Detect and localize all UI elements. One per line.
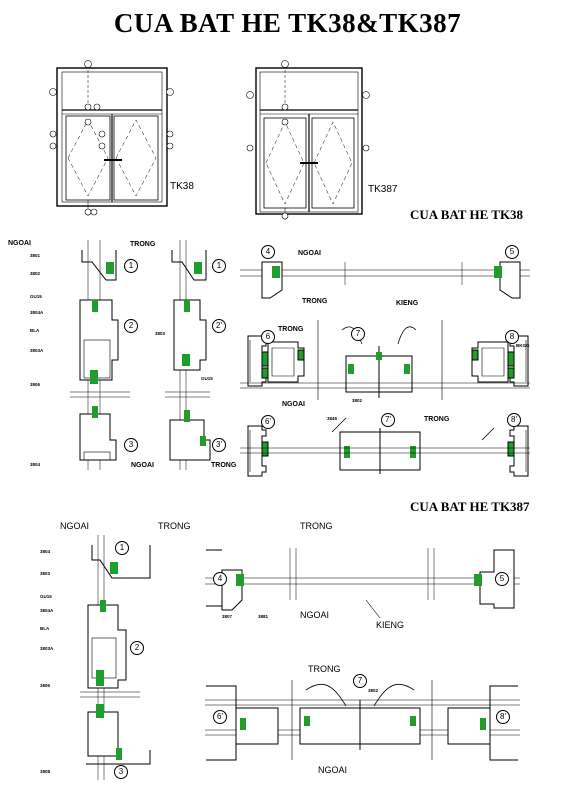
part-3804a: 3804A [30, 310, 44, 315]
section-title-tk38: CUA BAT HE TK38 [410, 207, 524, 222]
part-3808-387: 3808 [40, 769, 51, 774]
part-3806-387: 3806 [40, 683, 51, 688]
marker-1: 1 [124, 259, 138, 273]
part-3807-387: 3807 [222, 614, 233, 619]
tk38-kieng-label: KIENG [396, 300, 419, 307]
part-3803-387: 3803 [40, 571, 51, 576]
tk38-vertical-sections [70, 240, 211, 470]
part-3803a: 3803A [30, 348, 44, 353]
part-3804a-387: 3804A [40, 608, 54, 613]
tk387-ngoai-label: NGOAI [60, 521, 90, 531]
marker-387-7: 7 [353, 674, 367, 688]
part-3804-387: 3804 [40, 549, 51, 554]
tk387-trong-label-3: TRONG [308, 664, 341, 674]
part-3806: 3806 [30, 382, 41, 387]
marker-7b: 7' [381, 413, 395, 427]
tk38-ngoai-label-3: NGOAI [282, 401, 305, 408]
marker-8: 8 [505, 330, 519, 344]
tk387-ngoai-label-2: NGOAI [300, 610, 330, 620]
marker-8b: 8' [507, 413, 521, 427]
tk38-trong-label-2: TRONG [302, 298, 328, 305]
part-bla-387: BLA [40, 626, 50, 631]
tk38-trong-label-5: TRONG [211, 462, 237, 469]
tk387-kieng-label: KIENG [376, 620, 405, 630]
marker-5: 5 [505, 245, 519, 259]
tk38-ngoai-label: NGOAI [8, 240, 31, 247]
marker-387-5: 5 [495, 572, 509, 586]
marker-387-3: 3 [114, 765, 128, 779]
part-3803a-387: 3803A [40, 646, 54, 651]
part-gu15-b: GU15 [201, 376, 213, 381]
marker-7: 7 [351, 327, 365, 341]
part-3802: 3802 [30, 271, 41, 276]
tk387-trong-label: TRONG [158, 521, 191, 531]
tk38-ngoai-label-4: NGOAI [131, 462, 154, 469]
tk38-ngoai-label-2: NGOAI [298, 250, 321, 257]
tk38-trong-label-3: TRONG [278, 326, 304, 333]
marker-3: 3 [124, 438, 138, 452]
marker-4: 4 [261, 245, 275, 259]
part-3802-b: 3802 [352, 398, 363, 403]
tk387-label: TK387 [368, 184, 398, 195]
part-bkgg: BKGG [516, 343, 530, 348]
tk38-label: TK38 [170, 181, 194, 192]
part-gu15: GU15 [30, 294, 42, 299]
tk38-horizontal-sections [240, 261, 530, 477]
part-bla: BLA [30, 328, 40, 333]
elevation-markers [49, 60, 370, 220]
part-3803: 3803 [155, 331, 166, 336]
tk387-horizontal-sections [205, 548, 520, 761]
part-3801: 3801 [30, 253, 41, 258]
marker-2b: 2' [212, 319, 226, 333]
marker-387-2: 2 [130, 641, 144, 655]
part-3804: 3804 [30, 462, 41, 467]
marker-387-8: 8' [496, 710, 510, 724]
marker-3b: 3' [212, 438, 226, 452]
section-title-tk387: CUA BAT HE TK387 [410, 499, 530, 514]
tk38-trong-label: TRONG [130, 241, 156, 248]
marker-6b: 6' [261, 415, 275, 429]
part-3845: 3845 [327, 416, 338, 421]
marker-387-1: 1 [115, 541, 129, 555]
marker-1b: 1 [212, 259, 226, 273]
part-gu15-387: GU15 [40, 594, 52, 599]
marker-387-4: 4 [213, 572, 227, 586]
tk387-vertical-section [80, 535, 151, 780]
marker-387-6: 6' [213, 710, 227, 724]
marker-2: 2 [124, 319, 138, 333]
elevation-tk38 [56, 60, 168, 216]
part-3881-387: 3881 [258, 614, 269, 619]
page-title: CUA BAT HE TK38&TK387 [113, 8, 462, 38]
tk387-trong-label-2: TRONG [300, 521, 333, 531]
elevation-tk387 [255, 60, 363, 220]
tk38-trong-label-4: TRONG [424, 416, 450, 423]
tk387-ngoai-label-3: NGOAI [318, 765, 348, 775]
part-3802-387: 3802 [368, 688, 379, 693]
marker-6: 6 [261, 330, 275, 344]
